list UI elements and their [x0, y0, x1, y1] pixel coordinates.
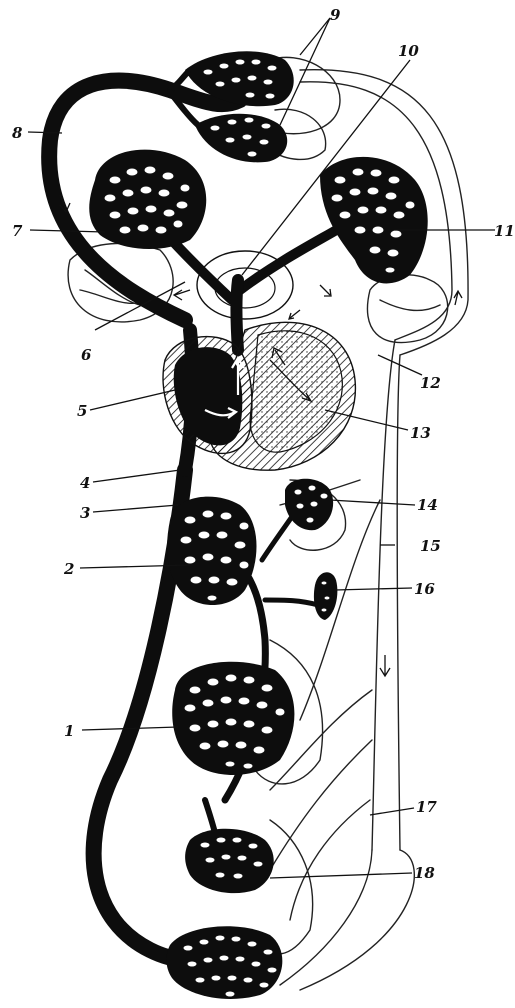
- label-5: 5: [77, 402, 87, 420]
- label-13: 13: [410, 424, 431, 442]
- label-3: 3: [80, 504, 90, 522]
- stomach-capillary: [285, 479, 333, 530]
- lower-limb-capillary: [166, 829, 282, 999]
- label-6: 6: [81, 346, 92, 364]
- lung-capillary-right: [320, 157, 428, 284]
- label-16: 16: [414, 580, 435, 598]
- pulmonary-capillary-right: [367, 275, 447, 343]
- liver-capillary: [167, 497, 256, 605]
- label-7: 7: [12, 222, 23, 240]
- label-11: 11: [494, 222, 515, 240]
- label-8: 8: [12, 124, 23, 142]
- label-4: 4: [80, 474, 90, 492]
- label-14: 14: [417, 496, 438, 514]
- label-15: 15: [420, 537, 441, 555]
- intestine-capillary: [172, 662, 294, 775]
- label-2: 2: [63, 560, 74, 578]
- lung-capillary-left: [89, 150, 206, 249]
- label-12: 12: [420, 374, 441, 392]
- label-9: 9: [330, 6, 341, 24]
- label-1: 1: [64, 722, 74, 740]
- spleen-capillary: [314, 572, 337, 620]
- label-17: 17: [416, 798, 437, 816]
- label-10: 10: [398, 42, 419, 60]
- label-18: 18: [414, 864, 435, 882]
